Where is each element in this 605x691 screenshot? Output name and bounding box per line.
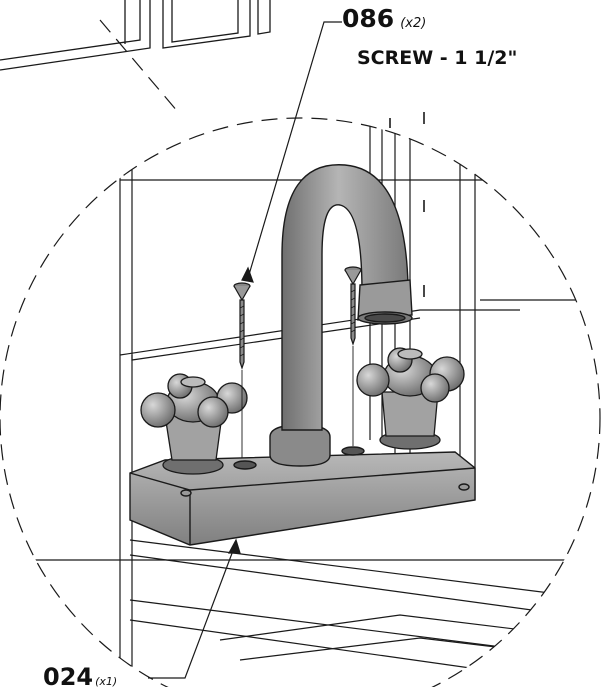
callout-024: 024(x1) <box>43 665 117 689</box>
right-handle <box>356 347 465 450</box>
part-number-024: 024 <box>43 663 94 691</box>
detail-circle <box>0 19 601 687</box>
screw-right <box>344 266 362 446</box>
faucet-spout <box>269 164 413 467</box>
part-number-086: 086 <box>342 4 395 33</box>
callout-086-name: SCREW - 1 1/2" <box>357 49 517 68</box>
cabinet-slots <box>389 112 425 297</box>
part-name-086: SCREW - 1 1/2" <box>357 47 518 69</box>
leader-024 <box>148 538 241 679</box>
quantity-086: (x2) <box>400 16 427 31</box>
leader-086 <box>241 21 342 283</box>
quantity-024: (x1) <box>95 675 118 688</box>
left-handle <box>140 373 248 475</box>
faucet-base <box>129 446 476 546</box>
cabinet-fragment <box>0 0 271 71</box>
callout-086: 086 (x2) <box>342 6 426 31</box>
screw-left <box>233 282 251 458</box>
